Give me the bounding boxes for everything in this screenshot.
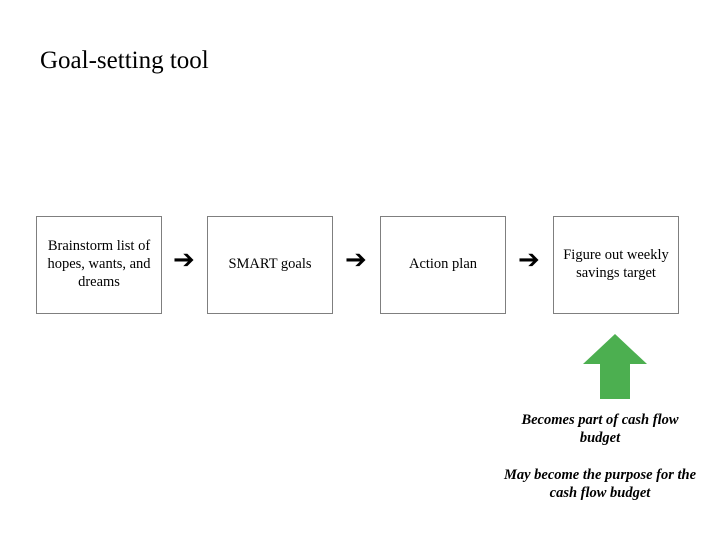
flow-step-3[interactable]: Action plan — [380, 216, 506, 314]
flow-step-4-label: Figure out weekly savings target — [563, 247, 669, 281]
flow-arrow-2-icon: ➔ — [345, 245, 367, 275]
flow-step-1[interactable]: Brainstorm list of hopes, wants, and dre… — [36, 216, 162, 314]
page-title: Goal-setting tool — [40, 47, 209, 74]
caption-cash-flow-budget: Becomes part of cash flow budget — [521, 412, 679, 447]
flow-arrow-1-icon: ➔ — [173, 245, 195, 275]
flow-arrow-3-icon: ➔ — [518, 245, 540, 275]
flow-step-2[interactable]: SMART goals — [207, 216, 333, 314]
process-flow: Brainstorm list of hopes, wants, and dre… — [34, 216, 694, 316]
flow-step-1-label: Brainstorm list of hopes, wants, and dre… — [47, 238, 151, 290]
flow-step-4[interactable]: Figure out weekly savings target — [553, 216, 679, 314]
flow-step-3-label: Action plan — [408, 256, 478, 273]
caption-purpose-cash-flow-budget: May become the purpose for the cash flow… — [503, 467, 697, 502]
flow-step-2-label: SMART goals — [228, 256, 312, 273]
green-up-arrow-icon — [583, 334, 647, 399]
